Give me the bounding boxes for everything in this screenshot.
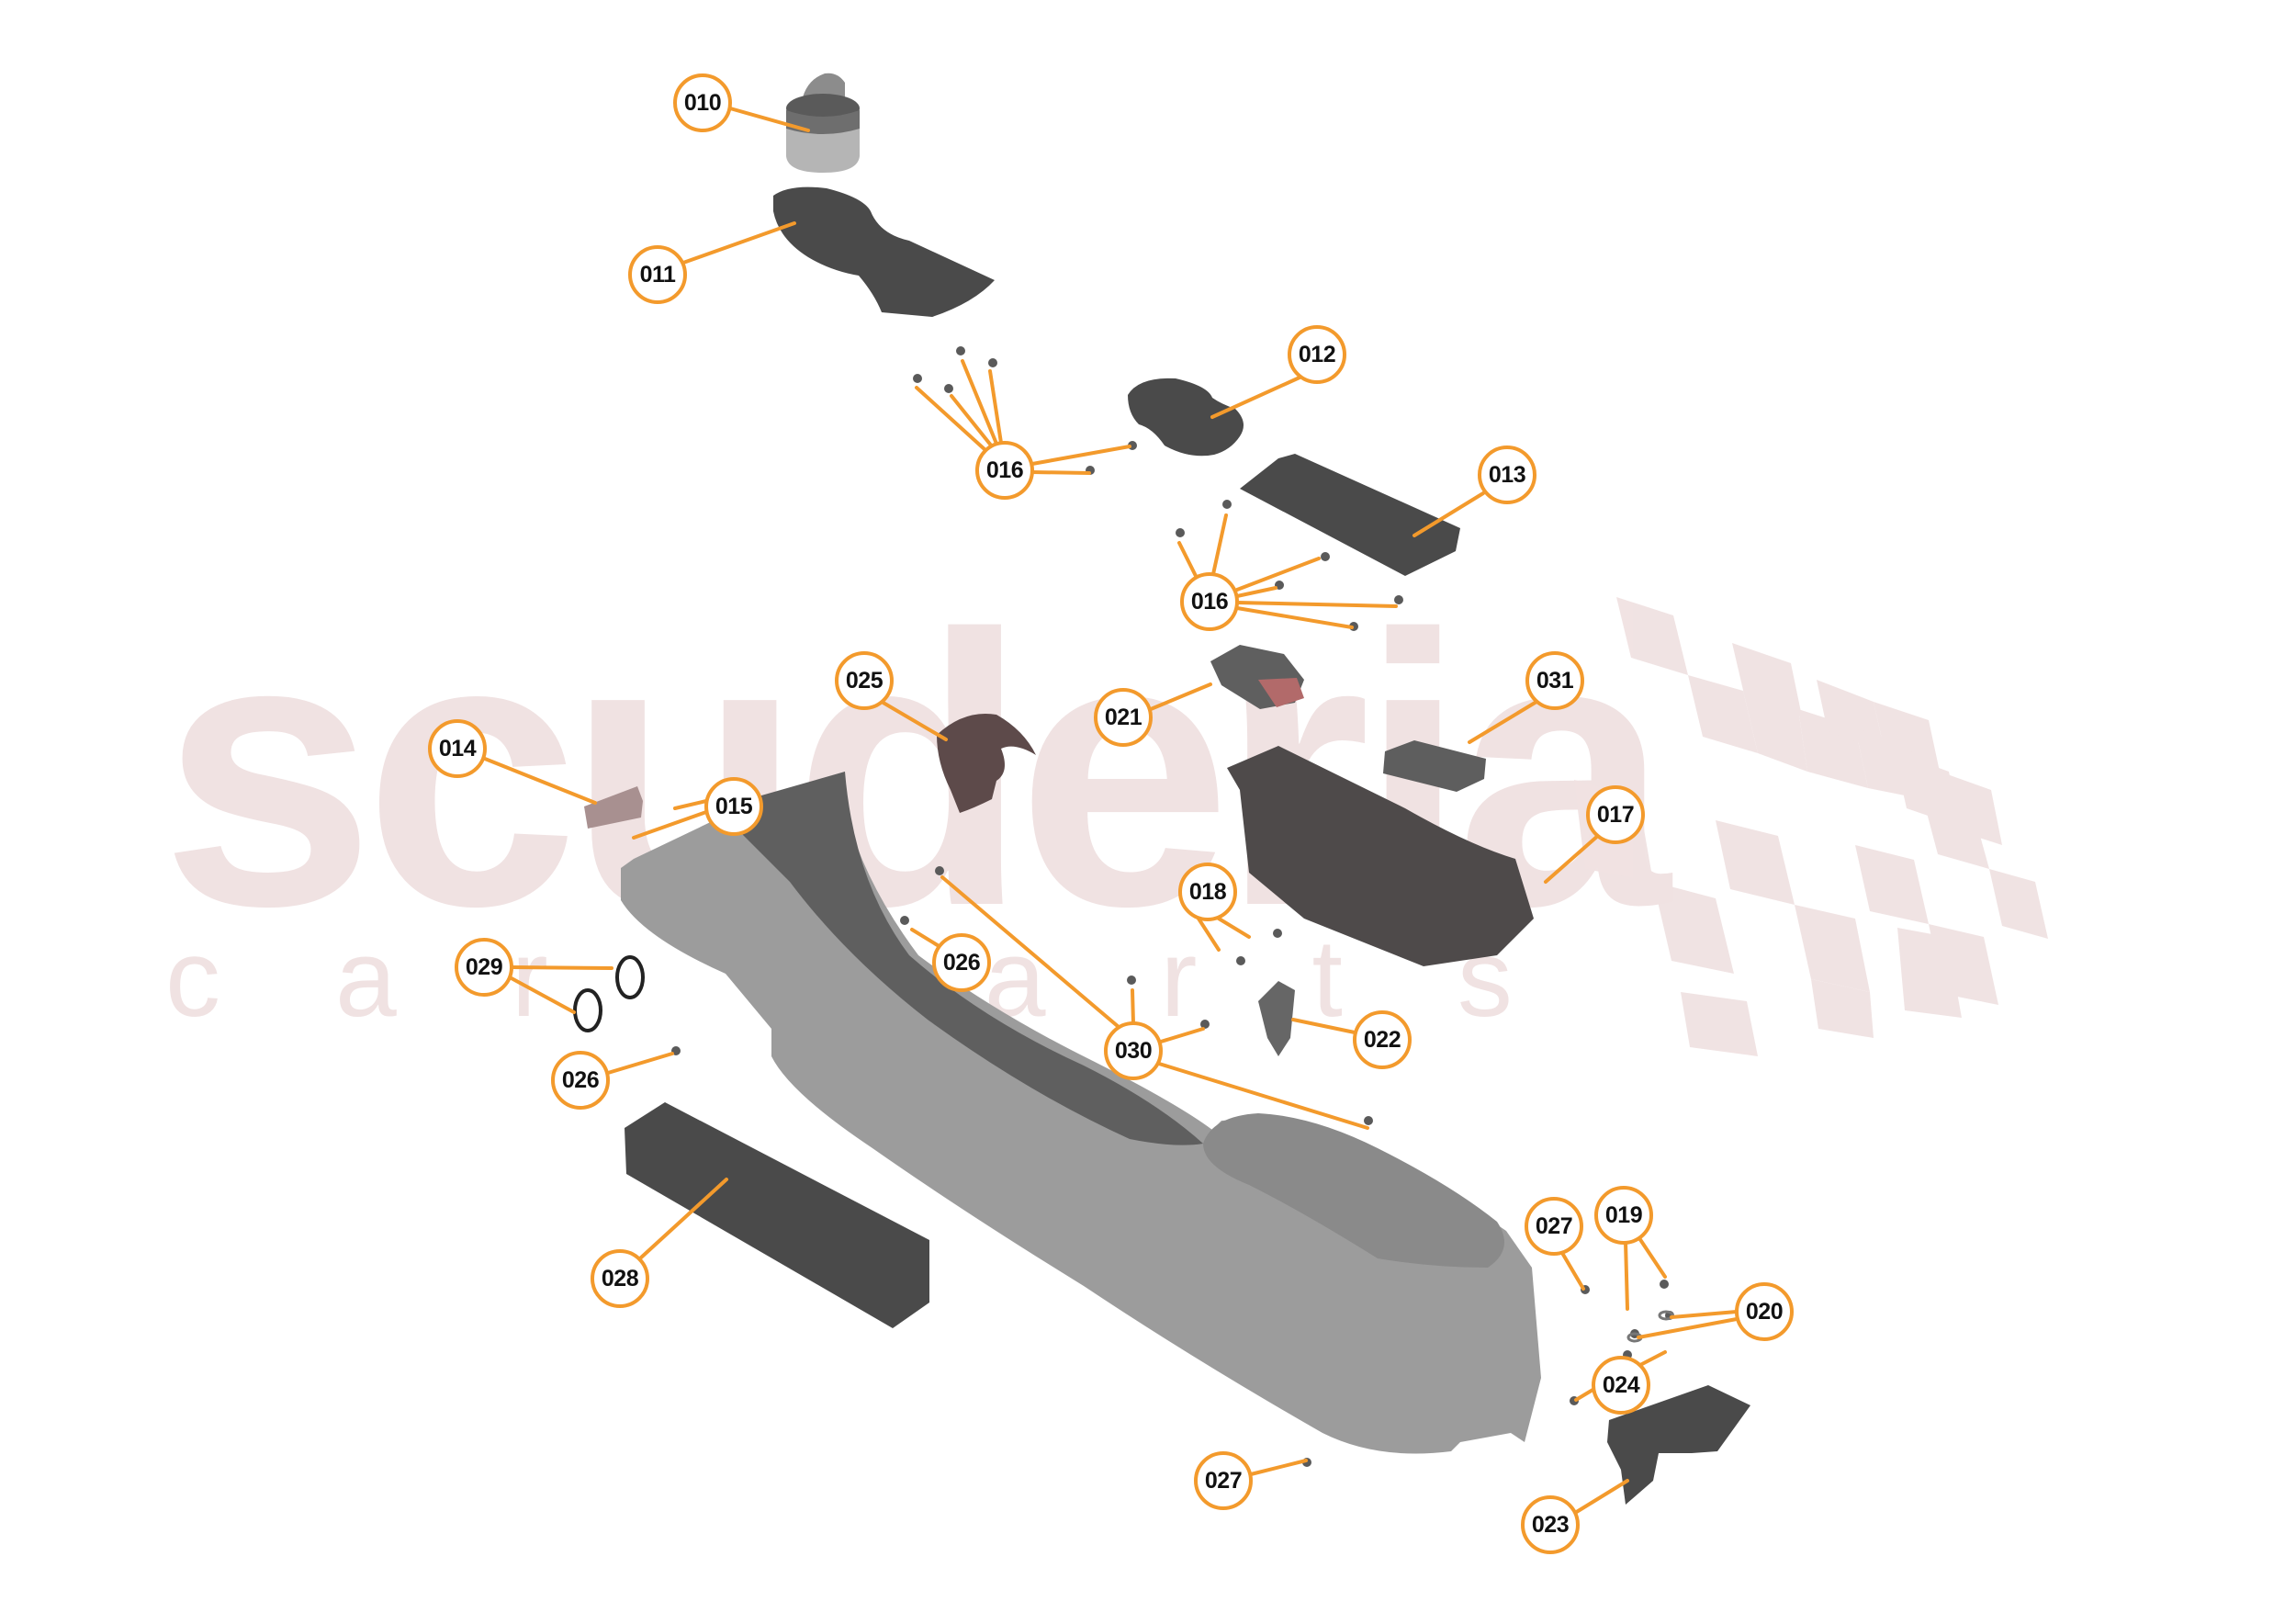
leader-lines [483, 107, 1739, 1515]
callout-circles [428, 73, 1794, 1554]
callout-012[interactable]: 012 [1298, 341, 1336, 367]
part-console-inner-tray [716, 772, 1203, 1145]
callout-017[interactable]: 017 [1596, 801, 1635, 828]
part-console-armrest [1203, 1113, 1504, 1268]
callout-027-upper[interactable]: 027 [1535, 1212, 1573, 1239]
part-023-bracket [1607, 1385, 1750, 1505]
callout-013[interactable]: 013 [1488, 461, 1526, 488]
callout-028[interactable]: 028 [601, 1265, 639, 1291]
callout-014[interactable]: 014 [438, 735, 477, 761]
callout-022[interactable]: 022 [1363, 1026, 1401, 1053]
part-014-badge [584, 786, 643, 829]
part-022-bracket [1258, 981, 1295, 1056]
callout-021[interactable]: 021 [1104, 704, 1142, 730]
part-011-tray-mat [773, 186, 995, 317]
part-012-mat [1128, 378, 1244, 457]
part-021-switch-unit [1210, 645, 1304, 709]
part-029-clips [573, 955, 645, 1032]
part-031-module [1383, 740, 1486, 792]
callout-018[interactable]: 018 [1188, 878, 1227, 905]
part-028-side-panel [625, 1102, 929, 1328]
callout-026-lower[interactable]: 026 [561, 1066, 600, 1093]
callout-015[interactable]: 015 [715, 793, 753, 819]
callout-031[interactable]: 031 [1536, 667, 1574, 694]
part-017-storage-bin [1227, 746, 1534, 966]
part-010-ashtray-cup [786, 73, 860, 173]
callout-011[interactable]: 011 [639, 261, 676, 288]
callout-027-lower[interactable]: 027 [1204, 1467, 1243, 1494]
callout-019[interactable]: 019 [1604, 1201, 1643, 1228]
callout-024[interactable]: 024 [1602, 1371, 1640, 1398]
callout-026-upper[interactable]: 026 [942, 949, 981, 976]
callout-016-lower[interactable]: 016 [1190, 588, 1229, 615]
callout-010[interactable]: 010 [683, 89, 722, 116]
fasteners [671, 346, 1674, 1467]
part-025-bracket [937, 713, 1036, 813]
callout-016-upper[interactable]: 016 [985, 457, 1024, 483]
callout-029[interactable]: 029 [465, 953, 503, 980]
callout-020[interactable]: 020 [1745, 1298, 1784, 1325]
callout-030[interactable]: 030 [1114, 1037, 1153, 1064]
checkered-flag-watermark [1574, 597, 2048, 1056]
callout-025[interactable]: 025 [845, 667, 884, 694]
callout-023[interactable]: 023 [1531, 1511, 1570, 1538]
part-013-panel [1240, 454, 1460, 576]
